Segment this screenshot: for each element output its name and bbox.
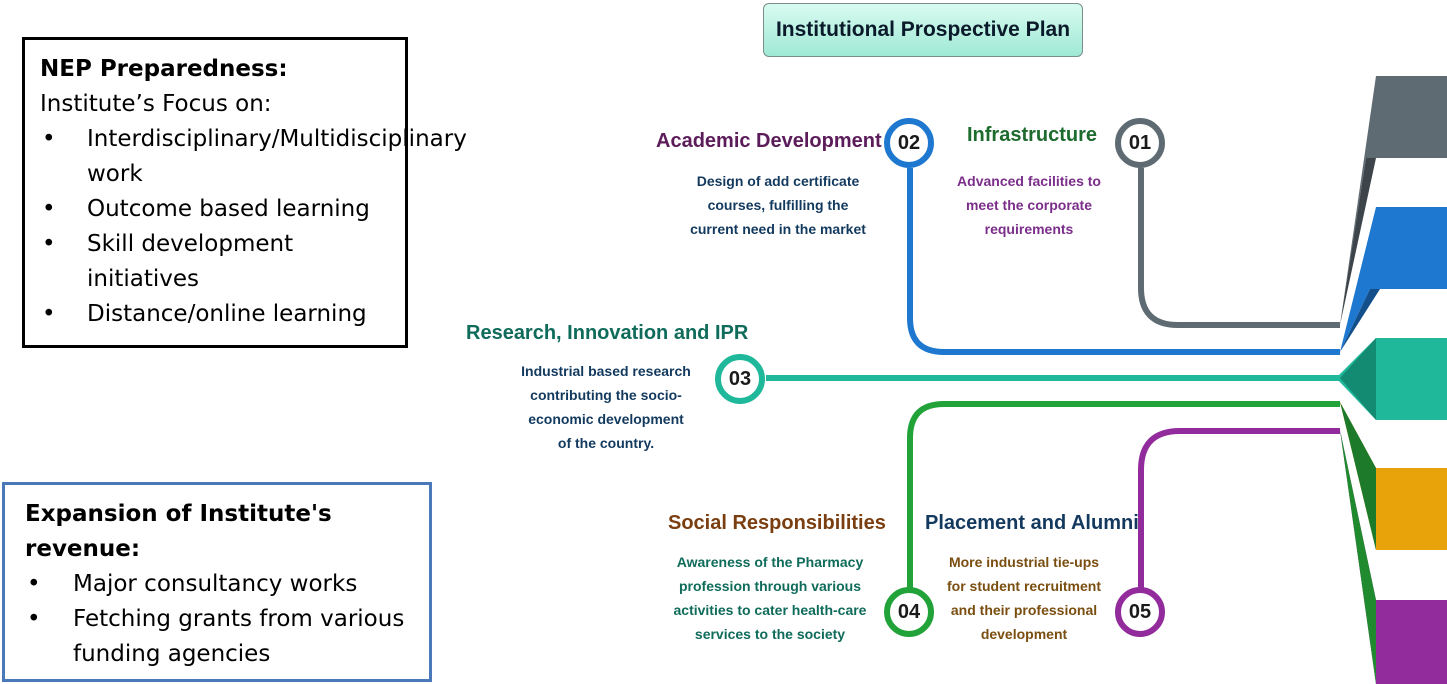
node-04-title: Social Responsibilities [668, 512, 886, 534]
node-01-description: Advanced facilities to meet the corporat… [957, 173, 1101, 237]
node-02-circle: 02 [884, 118, 934, 168]
node-03-title: Research, Innovation and IPR [466, 322, 749, 344]
ribbon-segment-03-fold [1340, 338, 1376, 420]
list-item: •Fetching grants from various funding ag… [25, 602, 423, 672]
ribbon-segment-01-fold [1340, 158, 1376, 325]
list-item: •Skill development initiatives [40, 227, 387, 297]
node-01-title: Infrastructure [966, 124, 1098, 146]
bullet-icon: • [42, 196, 56, 222]
bullet-icon: • [42, 126, 56, 152]
ribbon-segment-05-fold [1340, 430, 1376, 684]
ribbon-segment-04-fold [1340, 402, 1376, 550]
bullet-icon: • [42, 301, 56, 327]
node-04-circle: 04 [884, 587, 934, 637]
node-02-description: Design of add certificate courses, fulfi… [690, 173, 866, 237]
connector-05 [1138, 428, 1340, 600]
bullet-icon: • [42, 231, 56, 257]
list-item: •Interdisciplinary/Multidisciplinary wor… [40, 122, 467, 192]
bullet-icon: • [27, 606, 41, 632]
node-04-description: Awareness of the Pharmacy profession thr… [673, 554, 867, 642]
node-05-description: More industrial tie-ups for student recr… [946, 554, 1101, 642]
ribbon-segment-05 [1340, 430, 1447, 684]
node-05-circle: 05 [1115, 587, 1165, 637]
node-05-title: Placement and Alumni [925, 512, 1139, 534]
nep-list: •Interdisciplinary/Multidisciplinary wor… [40, 122, 467, 332]
list-item: •Outcome based learning [40, 192, 387, 227]
ribbon-segment-02-fold [1340, 289, 1380, 352]
list-item: •Distance/online learning [40, 297, 387, 332]
list-item: •Major consultancy works [25, 567, 423, 602]
ribbon-segment-01 [1340, 76, 1447, 325]
revenue-title: Expansion of Institute's revenue: [25, 501, 332, 562]
connector-04 [907, 401, 1340, 600]
node-01-circle: 01 [1115, 118, 1165, 168]
nep-title: NEP Preparedness: [40, 56, 288, 82]
ribbon-segment-02 [1340, 207, 1447, 352]
node-02-title: Academic Development [656, 130, 882, 152]
nep-preparedness-box: NEP Preparedness: Institute’s Focus on: … [22, 37, 467, 348]
connector-02 [907, 168, 1340, 355]
plan-title: Institutional Prospective Plan [763, 3, 1083, 57]
revenue-expansion-box: Expansion of Institute's revenue: •Major… [2, 482, 432, 682]
node-03-circle: 03 [715, 354, 765, 404]
bullet-icon: • [27, 571, 41, 597]
node-03-description: Industrial based research contributing t… [521, 363, 691, 451]
ribbon-segment-04 [1340, 402, 1447, 550]
connector-01 [1138, 168, 1340, 328]
revenue-list: •Major consultancy works •Fetching grant… [25, 567, 429, 672]
nep-subtitle: Institute’s Focus on: [40, 91, 272, 117]
